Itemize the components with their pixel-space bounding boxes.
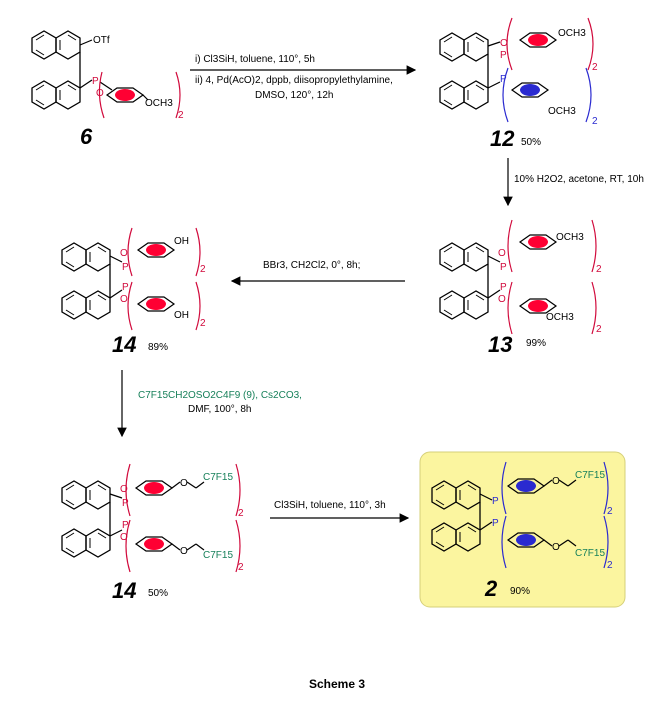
compound-12-p2: P bbox=[500, 74, 507, 85]
compound-6-o: O bbox=[96, 88, 104, 99]
compound-6-sub2: 2 bbox=[178, 110, 184, 121]
compound-14a-sub2-top: 2 bbox=[200, 264, 206, 275]
compound-6-otf: OTf bbox=[93, 35, 110, 46]
compound-2-ether-o-top: O bbox=[552, 476, 560, 487]
compound-12-structure bbox=[439, 17, 594, 123]
compound-13-sub2-bottom: 2 bbox=[596, 324, 602, 335]
step2-condition: 10% H2O2, acetone, RT, 10h bbox=[514, 174, 644, 185]
compound-13-p-bottom: P bbox=[500, 282, 507, 293]
compound-13-sub2-top: 2 bbox=[596, 264, 602, 275]
compound-6-p: P bbox=[92, 76, 99, 87]
compound-12-label: 12 bbox=[490, 126, 515, 151]
compound-14b-structure bbox=[61, 463, 241, 573]
compound-14b-sub2-top: 2 bbox=[238, 508, 244, 519]
compound-2-yield: 90% bbox=[510, 586, 530, 597]
step4-condition-line2: DMF, 100°, 8h bbox=[188, 404, 251, 415]
step1-condition-line1: i) Cl3SiH, toluene, 110°, 5h bbox=[195, 54, 315, 65]
compound-14a-label: 14 bbox=[112, 332, 136, 357]
compound-14a-p-bottom: P bbox=[122, 282, 129, 293]
compound-14b-p-top: P bbox=[122, 498, 129, 509]
compound-12-och3-top: OCH3 bbox=[558, 28, 586, 39]
compound-14b-yield: 50% bbox=[148, 588, 168, 599]
compound-14b-c7f15-bottom: C7F15 bbox=[203, 550, 233, 561]
compound-14b-o-bottom: O bbox=[120, 532, 128, 543]
compound-12-o: O bbox=[500, 38, 508, 49]
compound-14a-oh-top: OH bbox=[174, 236, 189, 247]
compound-6-och3: OCH3 bbox=[145, 98, 173, 109]
compound-2-p-bottom: P bbox=[492, 518, 499, 529]
compound-14a-sub2-bottom: 2 bbox=[200, 318, 206, 329]
compound-2-structure bbox=[431, 461, 609, 569]
compound-6-structure bbox=[31, 30, 181, 119]
compound-13-o-top: O bbox=[498, 248, 506, 259]
compound-13-och3-top: OCH3 bbox=[556, 232, 584, 243]
step3-condition: BBr3, CH2Cl2, 0°, 8h; bbox=[263, 260, 360, 271]
compound-2-sub2-top: 2 bbox=[607, 506, 613, 517]
step5-condition: Cl3SiH, toluene, 110°, 3h bbox=[274, 500, 386, 511]
compound-14b-c7f15-top: C7F15 bbox=[203, 472, 233, 483]
compound-14a-p-top: P bbox=[122, 262, 129, 273]
compound-2-p-top: P bbox=[492, 496, 499, 507]
compound-12-p1: P bbox=[500, 50, 507, 61]
compound-12-sub2-bottom: 2 bbox=[592, 116, 598, 127]
compound-13-p-top: P bbox=[500, 262, 507, 273]
compound-14b-o-top: O bbox=[120, 484, 128, 495]
step4-condition-line1: C7F15CH2OSO2C4F9 (9), Cs2CO3, bbox=[138, 390, 302, 401]
step1-condition-line3: DMSO, 120°, 12h bbox=[255, 90, 333, 101]
step1-condition-line2: ii) 4, Pd(AcO)2, dppb, diisopropylethyla… bbox=[195, 75, 393, 86]
compound-6-label: 6 bbox=[80, 124, 93, 149]
compound-14b-p-bottom: P bbox=[122, 520, 129, 531]
compound-14a-yield: 89% bbox=[148, 342, 168, 353]
product-highlight-box bbox=[419, 451, 626, 608]
compound-2-c7f15-bottom: C7F15 bbox=[575, 548, 605, 559]
compound-13-yield: 99% bbox=[526, 338, 546, 349]
compound-2-label: 2 bbox=[484, 576, 498, 601]
compound-2-ether-o-bottom: O bbox=[552, 542, 560, 553]
compound-14b-sub2-bottom: 2 bbox=[238, 562, 244, 573]
compound-14a-structure bbox=[61, 227, 201, 331]
compound-2-sub2-bottom: 2 bbox=[607, 560, 613, 571]
compound-14b-ether-o-bottom: O bbox=[180, 546, 188, 557]
compound-14b-ether-o-top: O bbox=[180, 478, 188, 489]
compound-2-c7f15-top: C7F15 bbox=[575, 470, 605, 481]
compound-14a-o-bottom: O bbox=[120, 294, 128, 305]
compound-14a-o-top: O bbox=[120, 248, 128, 259]
scheme-caption: Scheme 3 bbox=[309, 677, 365, 691]
compound-13-structure bbox=[439, 219, 597, 335]
compound-14a-oh-bottom: OH bbox=[174, 310, 189, 321]
compound-12-sub2-top: 2 bbox=[592, 62, 598, 73]
compound-12-och3-bottom: OCH3 bbox=[548, 106, 576, 117]
compound-13-o-bottom: O bbox=[498, 294, 506, 305]
compound-12-yield: 50% bbox=[521, 137, 541, 148]
compound-13-och3-bottom: OCH3 bbox=[546, 312, 574, 323]
compound-13-label: 13 bbox=[488, 332, 512, 357]
compound-14b-label: 14 bbox=[112, 578, 136, 603]
